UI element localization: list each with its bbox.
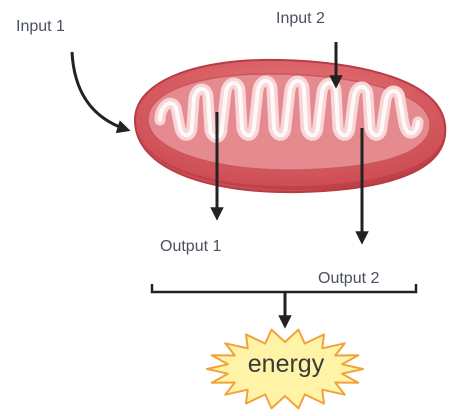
energy-label: energy: [247, 350, 325, 378]
output-2-label: Output 2: [318, 270, 380, 287]
input-1-label: Input 1: [16, 18, 65, 35]
cristae-highlight: [158, 79, 420, 140]
input-2-label: Input 2: [276, 10, 325, 27]
output-1-label: Output 1: [160, 238, 222, 255]
starburst-shape: [206, 328, 364, 410]
mitochondrion-icon: [133, 58, 447, 194]
input-1-arrow: [70, 51, 131, 134]
starburst-icon: [206, 328, 364, 410]
